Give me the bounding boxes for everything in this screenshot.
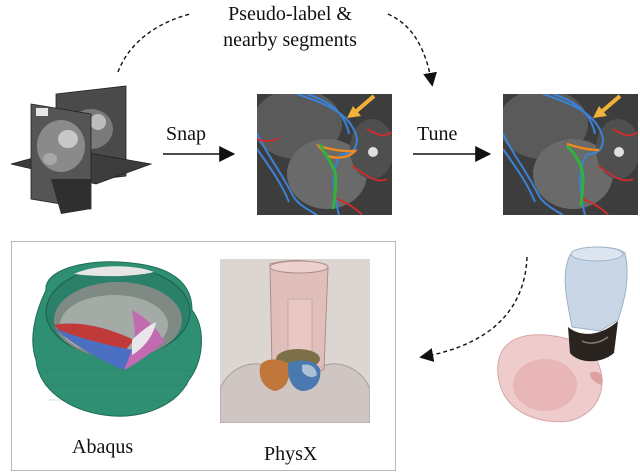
- physx-label: PhysX: [264, 443, 318, 465]
- snap-label: Snap: [166, 123, 206, 145]
- top-caption: Pseudo-label & nearby segments: [190, 4, 390, 50]
- abaqus-valve-image: [32, 261, 202, 417]
- ct-volume-image: [10, 85, 153, 214]
- snap-result-panel: [257, 94, 392, 215]
- top-caption-line-2: nearby segments: [223, 29, 357, 51]
- dashed-arc-right: [387, 13, 437, 87]
- dashed-curve-bottom: [419, 256, 528, 362]
- dashed-arc-left: [117, 13, 191, 73]
- simulation-frame: [11, 241, 396, 471]
- tune-label: Tune: [417, 123, 458, 145]
- tune-result-panel: [503, 94, 638, 215]
- abaqus-label: Abaqus: [72, 436, 134, 458]
- physx-valve-image: [220, 259, 370, 423]
- mesh-model-image: [497, 246, 628, 423]
- top-caption-line-1: Pseudo-label &: [228, 3, 352, 25]
